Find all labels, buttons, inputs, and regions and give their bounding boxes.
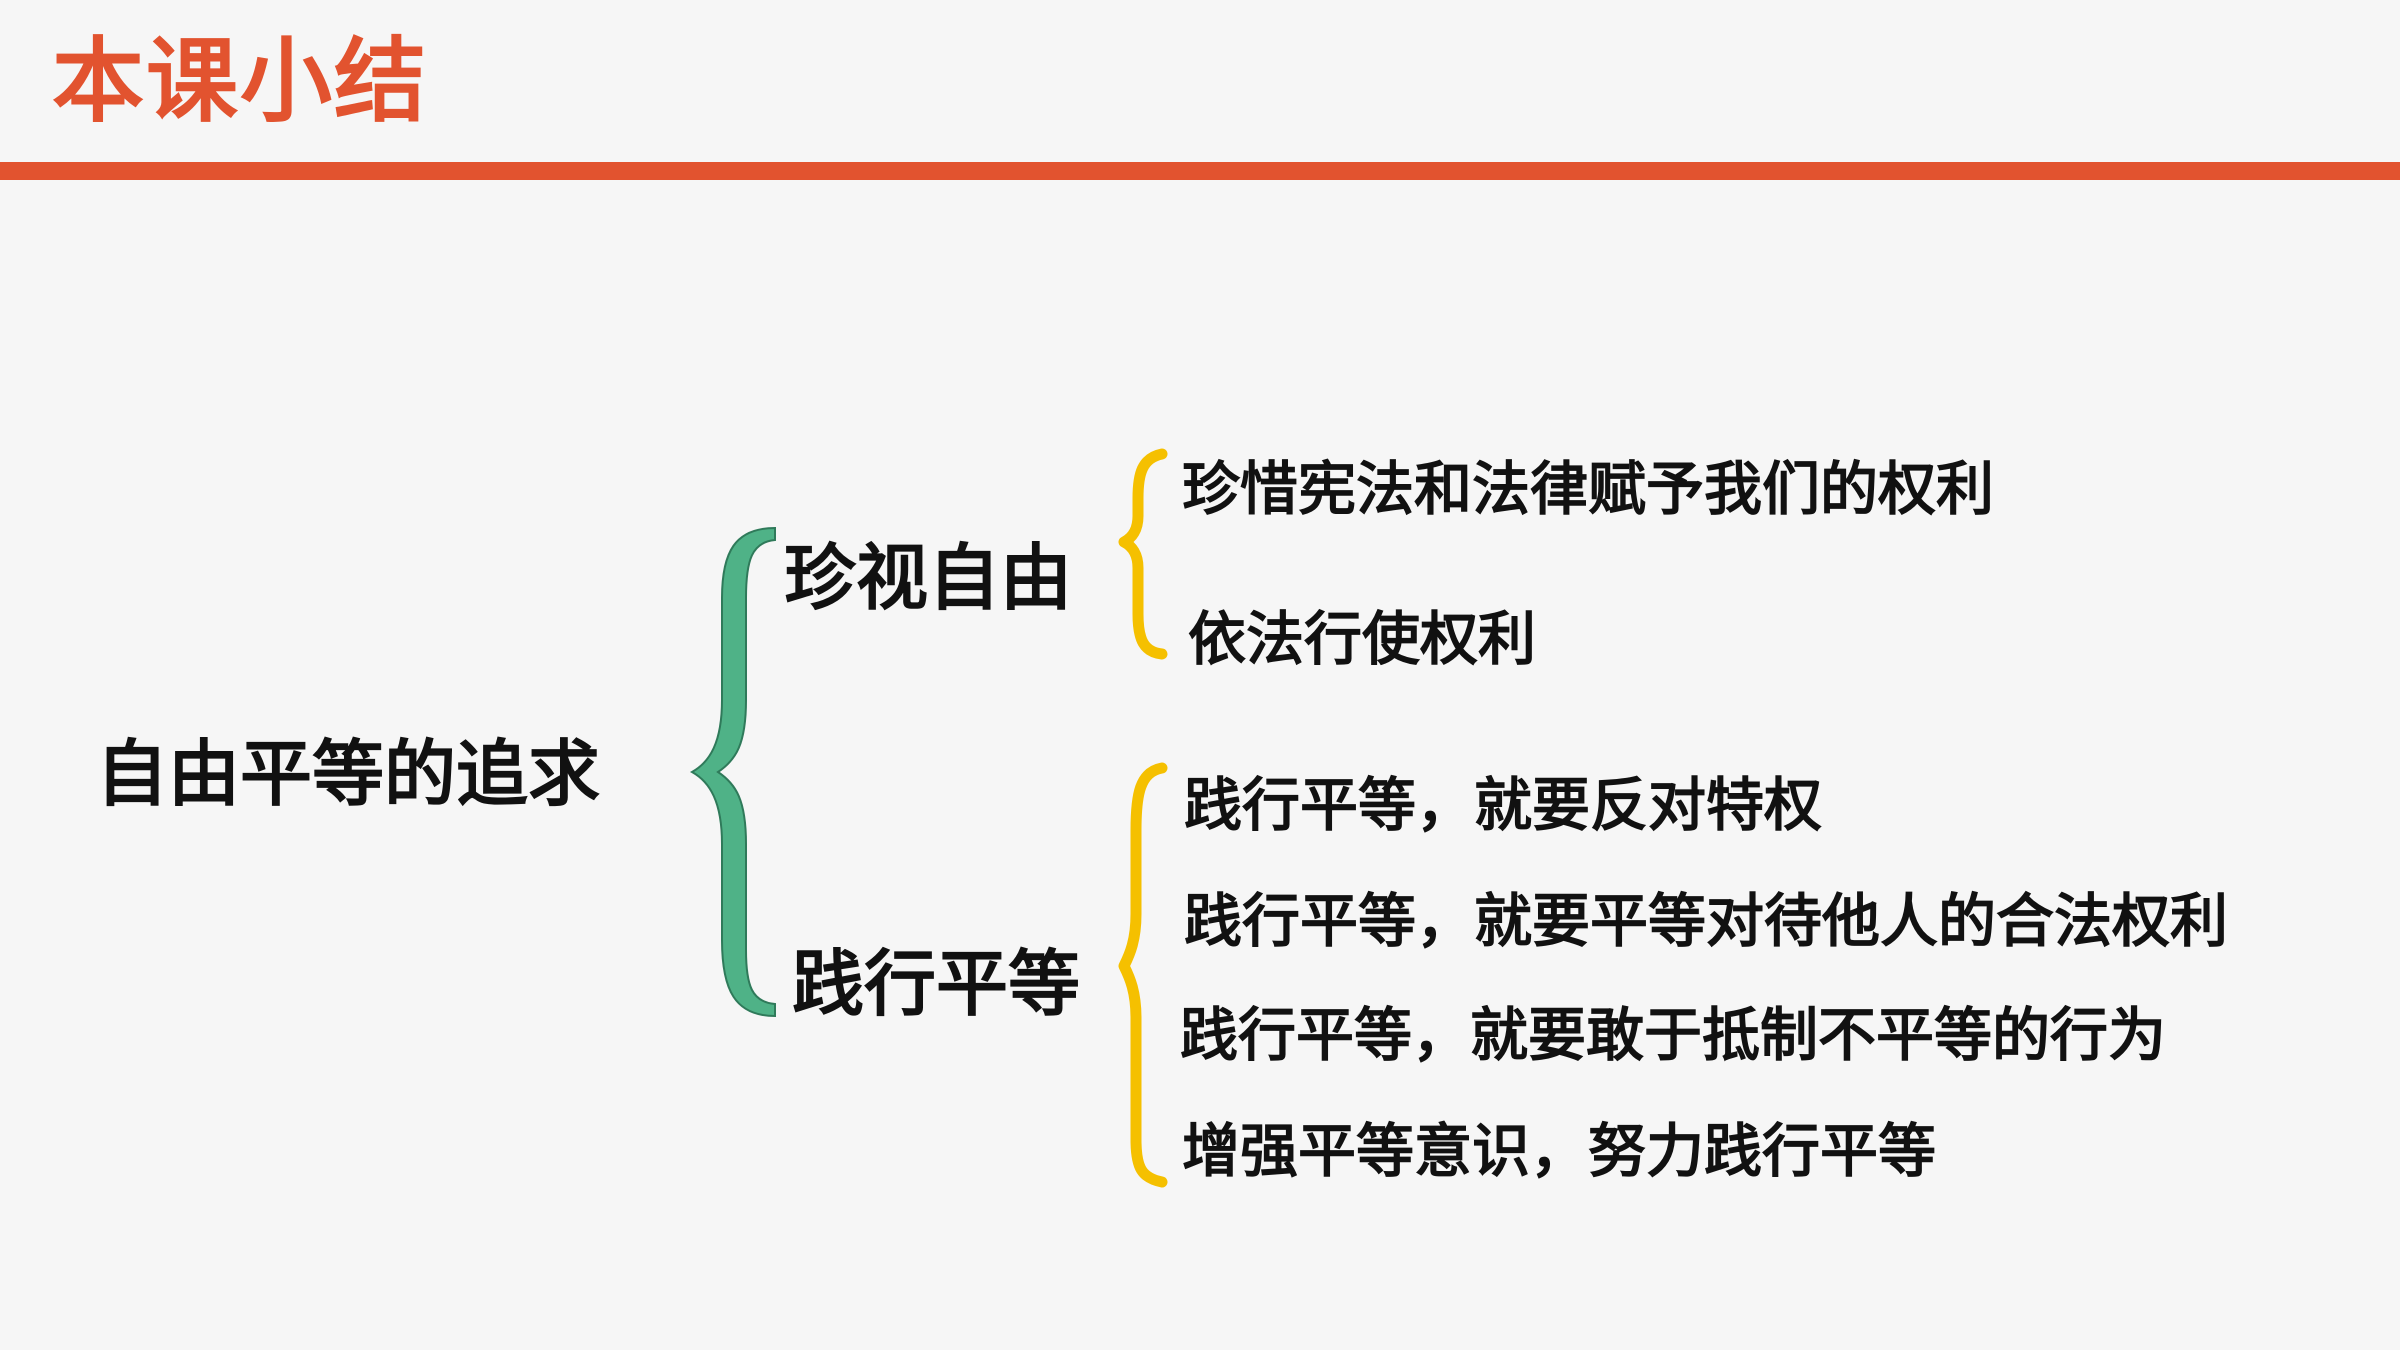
leaf-item: 践行平等，就要平等对待他人的合法权利 [1184,887,2229,955]
leaf-item: 珍惜宪法和法律赋予我们的权利 [1182,455,1995,523]
branch-freedom: 珍视自由 [784,536,1073,620]
title-divider [0,162,2400,180]
leaf-item: 增强平等意识，努力践行平等 [1182,1117,1937,1185]
root-brace [689,526,776,1018]
page-title: 本课小结 [52,28,429,135]
leaf-item: 践行平等，就要敢于抵制不平等的行为 [1180,1001,2167,1069]
branch-brace-freedom [1118,448,1168,660]
branch-equality: 践行平等 [792,942,1081,1026]
branch-brace-equality [1118,762,1168,1188]
root-node: 自由平等的追求 [96,732,601,816]
leaf-item: 依法行使权利 [1188,605,1537,673]
leaf-item: 践行平等，就要反对特权 [1184,771,1823,839]
